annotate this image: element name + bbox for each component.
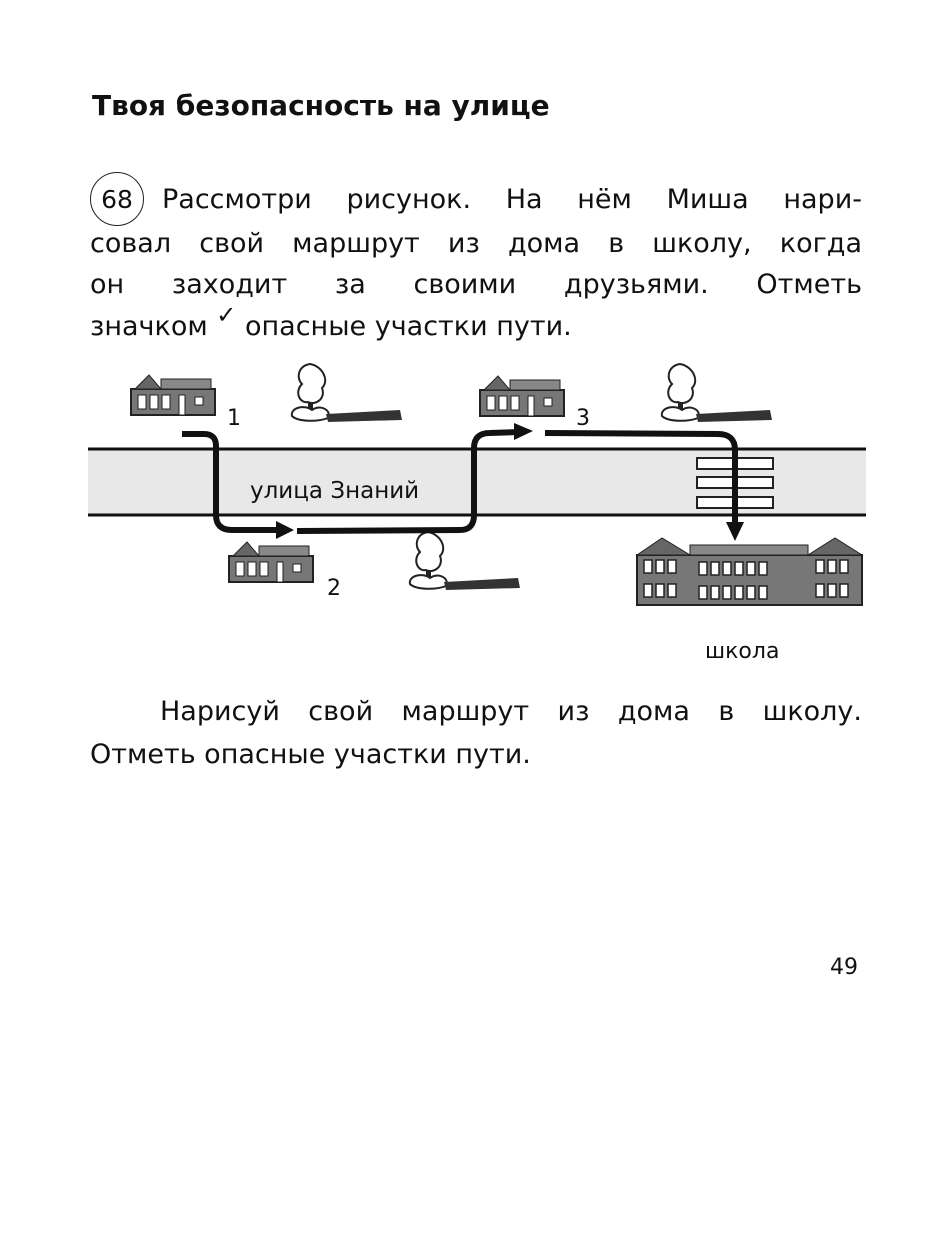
task-line-1: Рассмотри рисунок. На нём Миша нари- — [162, 184, 862, 215]
page-title: Твоя безопасность на улице — [92, 89, 550, 122]
house-number-1: 1 — [227, 406, 241, 431]
house-1 — [130, 374, 216, 416]
task-number: 68 — [101, 184, 133, 214]
school-label: школа — [705, 639, 780, 664]
route-path — [182, 429, 738, 534]
task-line-4-start: значком — [90, 311, 208, 342]
tree — [290, 363, 403, 423]
task-line-3: он заходит за своими друзьями. Отметь — [90, 269, 862, 300]
school-building — [635, 537, 864, 606]
street-label: улица Знаний — [250, 478, 420, 504]
task2-line-2: Отметь опасные участки пути. — [90, 739, 531, 770]
task-number-badge: 68 — [90, 172, 144, 226]
tree — [660, 363, 773, 423]
task-line-4: значком ✓ опасные участки пути. — [90, 301, 572, 343]
house-number-2: 2 — [327, 576, 341, 601]
house-2 — [228, 541, 314, 583]
route-arrowheads — [276, 423, 744, 541]
task-line-4-end: опасные участки пути. — [245, 311, 572, 342]
tree — [408, 531, 521, 591]
task2-line-1: Нарисуй свой маршрут из дома в школу. — [160, 696, 862, 727]
house-3 — [479, 375, 565, 417]
page-number: 49 — [830, 955, 858, 980]
check-mark-icon: ✓ — [216, 301, 237, 329]
task-line-2: совал свой маршрут из дома в школу, когд… — [90, 228, 862, 259]
house-number-3: 3 — [576, 406, 590, 431]
